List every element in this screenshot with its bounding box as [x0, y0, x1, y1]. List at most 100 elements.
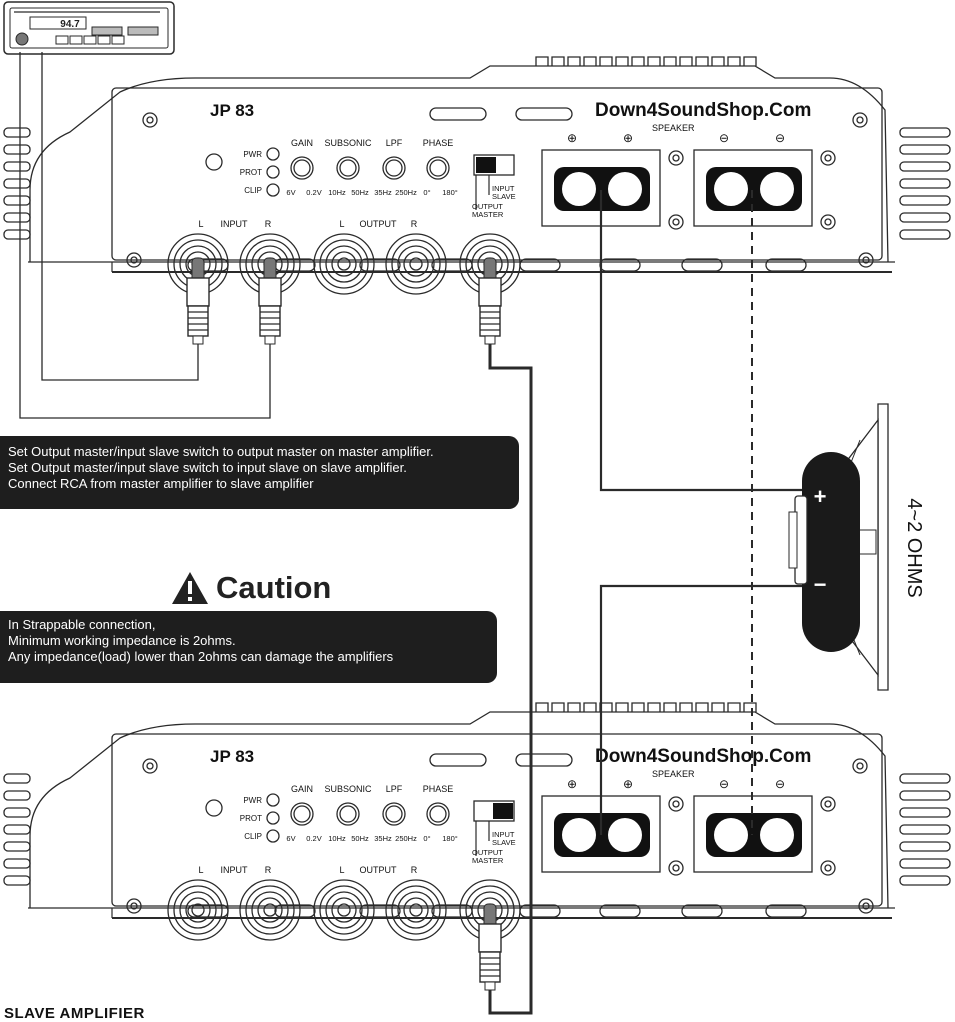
- heat-sink-bump: [695, 702, 709, 712]
- rca-jack-icon: [325, 891, 363, 929]
- positive-terminal-label: ⊕: [567, 777, 577, 791]
- terminal-screw-icon: [760, 818, 794, 852]
- cooling-fin-right: [899, 178, 951, 189]
- cooling-fin-right: [899, 144, 951, 155]
- rca-jack-icon: [325, 245, 363, 283]
- output-label: OUTPUT: [360, 219, 398, 229]
- preset-button-icon: [69, 35, 83, 45]
- channel-label: L: [198, 219, 203, 229]
- power-led-icon: [205, 153, 223, 171]
- positive-terminal-label: ⊕: [623, 131, 633, 145]
- screw-icon: [858, 252, 874, 268]
- heat-sink-bump: [647, 56, 661, 66]
- vent-slot: [515, 753, 573, 767]
- rca-jack-icon: [397, 245, 435, 283]
- screw-icon: [852, 758, 868, 774]
- screw-icon: [146, 762, 154, 770]
- positive-terminal-label: ⊕: [567, 131, 577, 145]
- heat-sink-bump: [743, 702, 757, 712]
- knob-icon: [293, 805, 311, 823]
- led-label: PWR: [243, 150, 262, 159]
- wires: [19, 52, 810, 1015]
- knob-min-label: 35Hz: [374, 188, 392, 197]
- rca-plug-collar: [478, 277, 502, 307]
- cooling-fin-left: [3, 875, 31, 886]
- switch-toggle: [493, 803, 513, 819]
- heat-sink-bump: [727, 702, 741, 712]
- negative-terminal-label: ⊖: [775, 777, 785, 791]
- knob-max-label: 0.2V: [306, 188, 321, 197]
- rca-jack-icon: [337, 257, 351, 271]
- negative-terminal-label: ⊖: [775, 131, 785, 145]
- screw-icon: [142, 758, 158, 774]
- screw-icon: [862, 256, 870, 264]
- head-unit-faceplate: [9, 7, 169, 49]
- terminal-screw-icon: [714, 818, 748, 852]
- knob-label: LPF: [386, 784, 403, 794]
- knob-label: PHASE: [423, 784, 454, 794]
- heat-sink-bump: [663, 702, 677, 712]
- knob-icon: [290, 156, 314, 180]
- speaker-wire-negative: [599, 584, 810, 835]
- led-icon: [266, 147, 280, 161]
- heat-sink-bump: [551, 702, 565, 712]
- rca-jack-icon: [239, 879, 301, 941]
- heat-sink-bump: [631, 702, 645, 712]
- rca-jack-icon: [337, 903, 351, 917]
- terminal-screw-icon: [562, 172, 596, 206]
- screw-icon: [852, 112, 868, 128]
- screw-icon: [130, 256, 138, 264]
- rca-jack-icon: [391, 239, 441, 289]
- knob-icon: [385, 159, 403, 177]
- warning-icon: [172, 572, 208, 604]
- switch-label: SLAVE: [492, 838, 516, 847]
- screw-icon: [824, 154, 832, 162]
- rca-jack-icon: [245, 885, 295, 935]
- rca-jack-icon: [179, 891, 217, 929]
- led-label: PROT: [240, 168, 262, 177]
- input-label: INPUT: [221, 865, 249, 875]
- switch-label: INPUT: [492, 184, 515, 193]
- note-line: Set Output master/input slave switch to …: [8, 460, 407, 475]
- screw-icon: [824, 218, 832, 226]
- cooling-fin-right: [899, 824, 951, 835]
- rca-jack-icon: [409, 903, 423, 917]
- led-label: PWR: [243, 796, 262, 805]
- knob-min-label: 6V: [286, 834, 295, 843]
- heat-sink-bump: [631, 56, 645, 66]
- switch-label: MASTER: [472, 856, 504, 865]
- terminal-screw-icon: [562, 818, 596, 852]
- screw-icon: [126, 252, 142, 268]
- rca-plug-boot: [192, 335, 204, 345]
- rca-plug-body: [479, 951, 501, 983]
- rca-jack-icon: [403, 897, 429, 923]
- cooling-fin-left: [3, 127, 31, 138]
- screw-icon: [668, 796, 684, 812]
- amp-body-outline: [29, 65, 889, 263]
- rca-plug-body: [187, 305, 209, 337]
- screw-icon: [820, 214, 836, 230]
- cooling-fin-left: [3, 212, 31, 223]
- heat-sink-bump: [615, 56, 629, 66]
- vent-slot: [359, 258, 401, 272]
- preset-button-icon: [97, 35, 111, 45]
- screw-icon: [126, 898, 142, 914]
- vent-slot: [681, 904, 723, 918]
- screw-icon: [820, 150, 836, 166]
- cooling-fin-left: [3, 790, 31, 801]
- knob-max-label: 180°: [442, 188, 458, 197]
- speaker-rim: [877, 403, 889, 691]
- heat-sink-bump: [743, 56, 757, 66]
- terminal-screw-icon: [608, 172, 642, 206]
- speaker-impedance-label: 4~2 OHMS: [903, 498, 925, 597]
- rca-plug-collar: [478, 923, 502, 953]
- knob-icon: [336, 156, 360, 180]
- input-label: INPUT: [221, 219, 249, 229]
- vent-slot: [681, 258, 723, 272]
- led-label: CLIP: [244, 832, 262, 841]
- vent-slot: [429, 107, 487, 121]
- channel-label: R: [265, 865, 272, 875]
- heat-sink-bump: [711, 702, 725, 712]
- output-label: OUTPUT: [360, 865, 398, 875]
- knob-icon: [382, 156, 406, 180]
